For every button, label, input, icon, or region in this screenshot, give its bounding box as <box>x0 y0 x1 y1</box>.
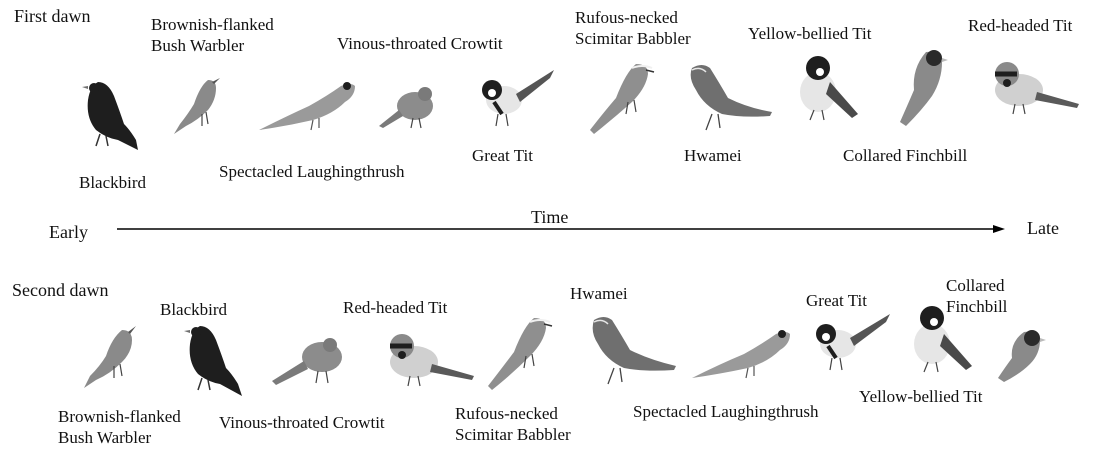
first-label-rufous-line1: Rufous-necked <box>575 7 691 28</box>
first-label-red-headed-tit: Red-headed Tit <box>968 15 1072 36</box>
second-yellow-bellied-tit-illustration <box>910 304 976 374</box>
first-label-brownish-flanked-bush-warbler: Brownish-flanked Bush Warbler <box>151 14 274 56</box>
second-label-blackbird: Blackbird <box>160 299 227 320</box>
second-rufous-necked-scimitar-babbler-illustration <box>486 312 552 392</box>
vinous-throated-crowtit-illustration <box>377 80 435 132</box>
axis-start-label: Early <box>49 222 88 243</box>
second-label-vinous-throated-crowtit: Vinous-throated Crowtit <box>219 412 385 433</box>
first-label-rufous-necked-scimitar-babbler: Rufous-necked Scimitar Babbler <box>575 7 691 49</box>
first-label-brownish-flanked-line1: Brownish-flanked <box>151 14 274 35</box>
blackbird-illustration <box>78 72 150 154</box>
second-vinous-throated-crowtit-illustration <box>270 333 344 387</box>
red-headed-tit-illustration <box>985 56 1081 118</box>
first-label-spectacled-laughingthrush: Spectacled Laughingthrush <box>219 161 405 182</box>
first-label-rufous-line2: Scimitar Babbler <box>575 28 691 49</box>
first-label-hwamei: Hwamei <box>684 145 742 166</box>
second-great-tit-illustration <box>808 312 892 374</box>
first-label-vinous-throated-crowtit: Vinous-throated Crowtit <box>337 33 503 54</box>
second-label-yellow-bellied-tit: Yellow-bellied Tit <box>859 386 982 407</box>
second-spectacled-laughingthrush-illustration <box>690 324 794 382</box>
second-label-rufous-line2: Scimitar Babbler <box>455 424 571 445</box>
second-label-rufous-necked-scimitar-babbler: Rufous-necked Scimitar Babbler <box>455 403 571 445</box>
second-label-red-headed-tit: Red-headed Tit <box>343 297 447 318</box>
great-tit-illustration <box>474 68 556 130</box>
second-label-great-tit: Great Tit <box>806 290 867 311</box>
first-label-blackbird: Blackbird <box>79 172 146 193</box>
first-label-great-tit: Great Tit <box>472 145 533 166</box>
first-label-collared-finchbill: Collared Finchbill <box>843 145 967 166</box>
hwamei-illustration <box>682 58 774 134</box>
second-label-brownish-flanked-line2: Bush Warbler <box>58 427 181 448</box>
second-blackbird-illustration <box>180 318 252 398</box>
first-label-brownish-flanked-line2: Bush Warbler <box>151 35 274 56</box>
time-axis-arrowhead <box>993 225 1005 233</box>
second-collared-finchbill-illustration <box>994 328 1050 384</box>
second-label-hwamei: Hwamei <box>570 283 628 304</box>
collared-finchbill-illustration <box>896 46 952 128</box>
second-label-brownish-flanked-line1: Brownish-flanked <box>58 406 181 427</box>
second-label-rufous-line1: Rufous-necked <box>455 403 571 424</box>
brownish-flanked-bush-warbler-illustration <box>172 74 222 138</box>
spectacled-laughingthrush-illustration <box>257 76 357 134</box>
axis-title: Time <box>531 207 568 228</box>
axis-end-label: Late <box>1027 218 1059 239</box>
second-label-spectacled-laughingthrush: Spectacled Laughingthrush <box>633 401 819 422</box>
second-label-brownish-flanked-bush-warbler: Brownish-flanked Bush Warbler <box>58 406 181 448</box>
second-label-collared-line1: Collared <box>946 275 1007 296</box>
first-label-yellow-bellied-tit: Yellow-bellied Tit <box>748 23 871 44</box>
yellow-bellied-tit-illustration <box>796 54 862 122</box>
second-brownish-flanked-bush-warbler-illustration <box>82 324 138 390</box>
rufous-necked-scimitar-babbler-illustration <box>588 58 654 136</box>
second-hwamei-illustration <box>584 310 678 390</box>
second-red-headed-tit-illustration <box>380 328 476 390</box>
